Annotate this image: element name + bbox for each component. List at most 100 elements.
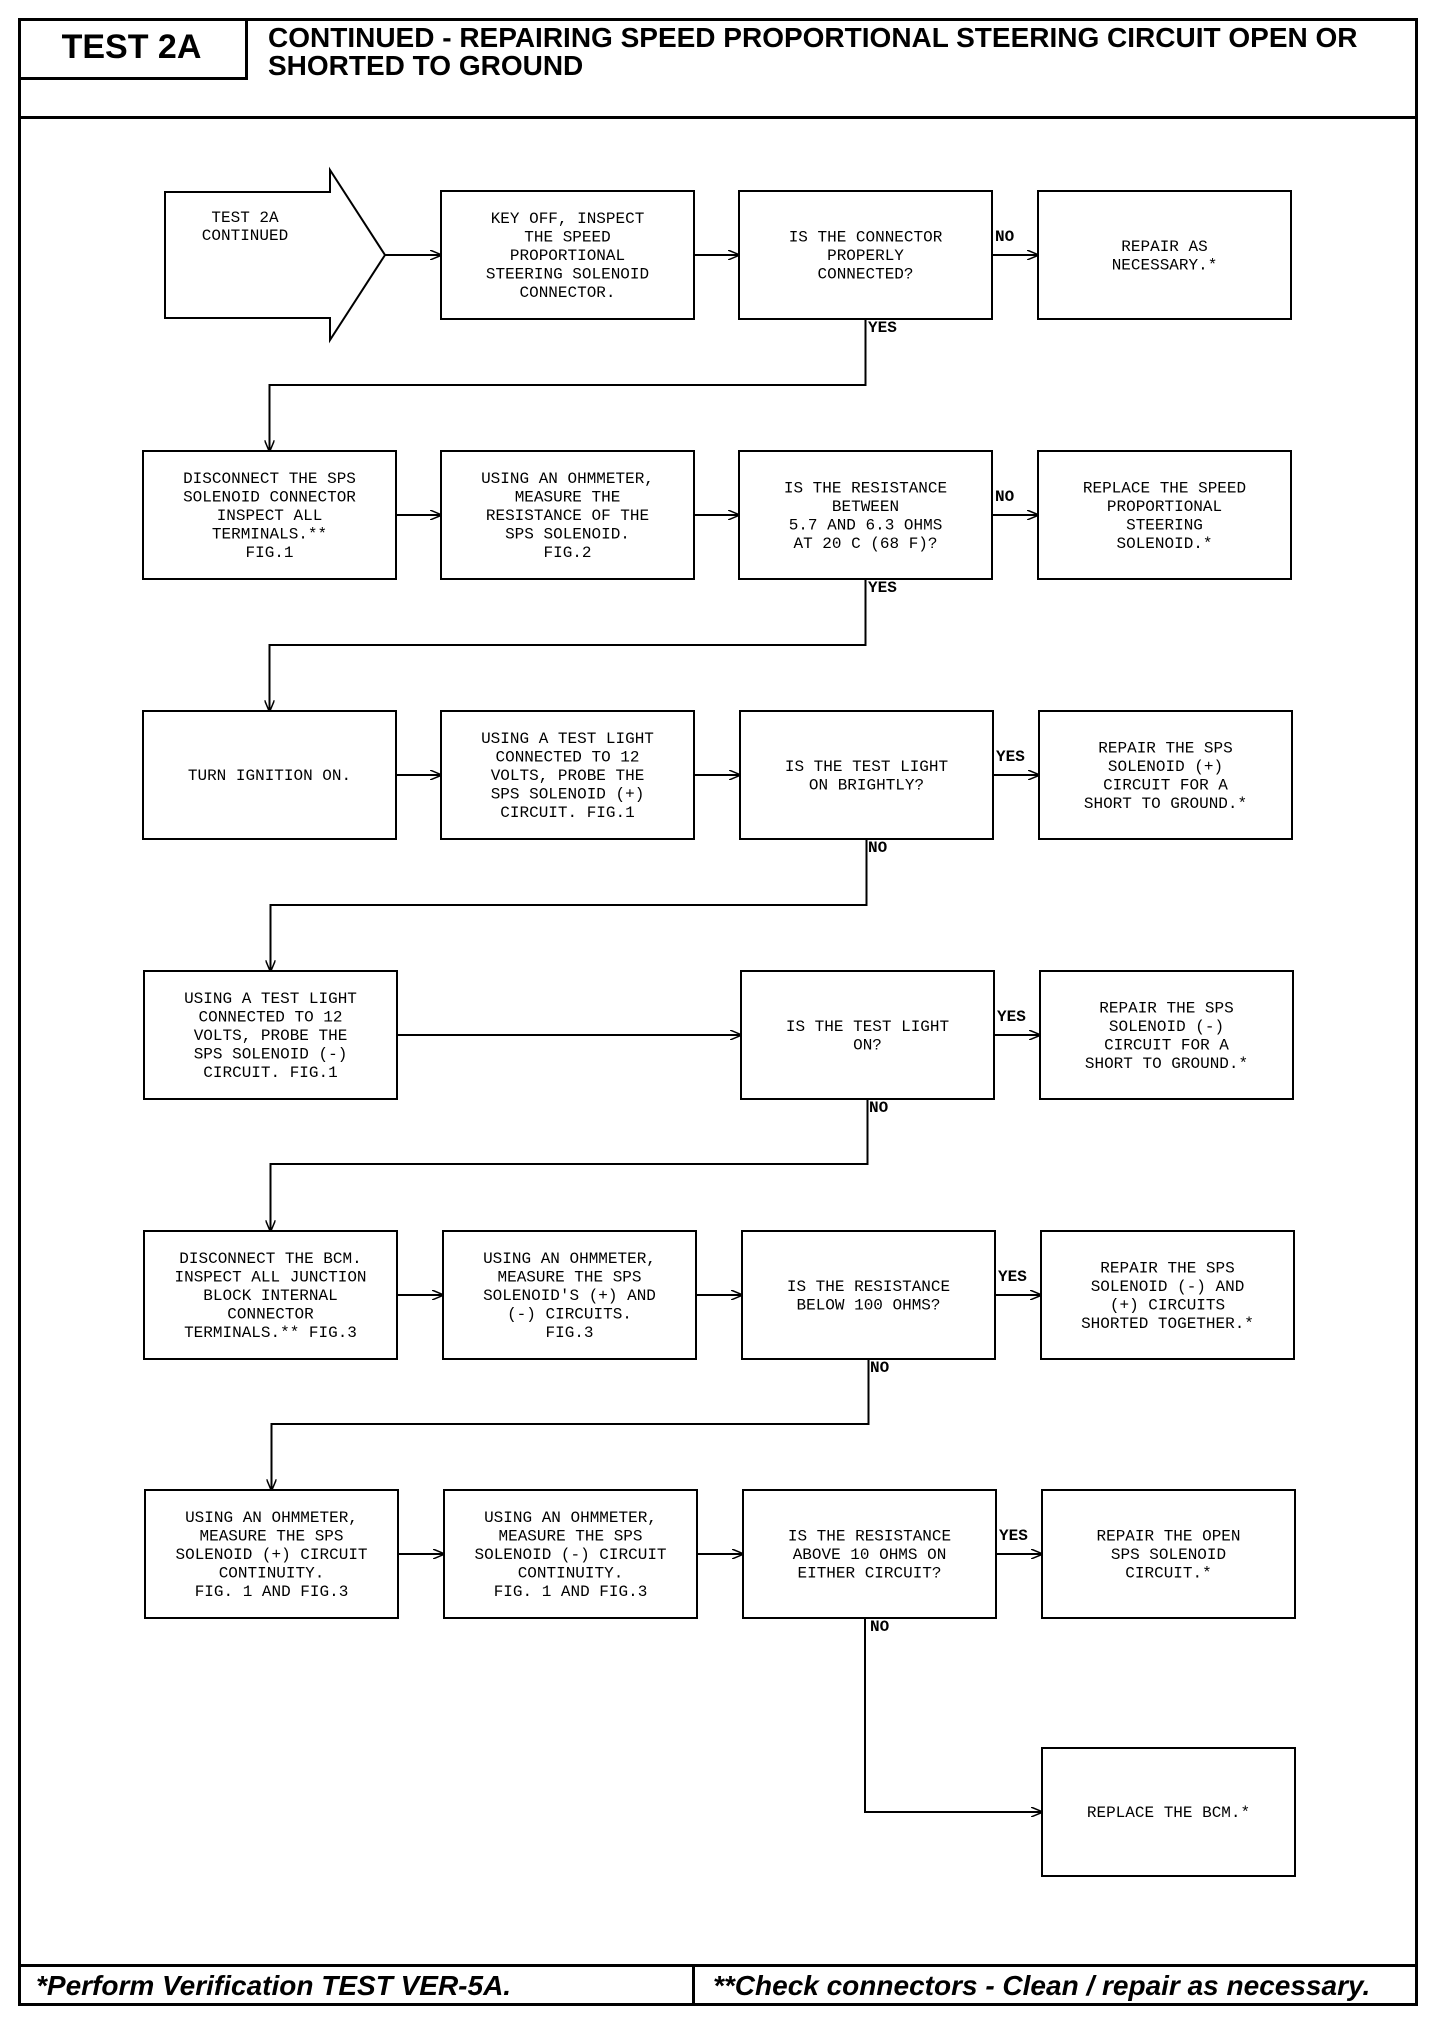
footer: *Perform Verification TEST VER-5A. **Che… xyxy=(18,1964,1418,2006)
node-box xyxy=(1040,1230,1295,1360)
node-text-line: STEERING xyxy=(1126,516,1203,534)
node-text-line: USING AN OHMMETER, xyxy=(483,1250,656,1268)
node-text-line: BETWEEN xyxy=(832,498,899,516)
node-text-line: SOLENOID (-) xyxy=(1109,1018,1224,1036)
node-box xyxy=(440,450,695,580)
node-text-line: KEY OFF, INSPECT xyxy=(491,210,645,228)
node-box xyxy=(143,1230,398,1360)
node-text-line: FIG. 1 AND FIG.3 xyxy=(195,1583,349,1601)
node-box xyxy=(739,710,994,840)
node-text-line: DISCONNECT THE SPS xyxy=(183,470,356,488)
branch-label-r2-no: NO xyxy=(995,488,1015,506)
edge-r5-no xyxy=(272,1359,870,1490)
node-text-line: NECESSARY.* xyxy=(1112,256,1218,274)
node-text-line: ABOVE 10 OHMS ON xyxy=(793,1546,947,1564)
edge-r2-yes xyxy=(270,579,867,711)
branch-label-r2-yes: YES xyxy=(868,579,897,597)
node-text-line: REPLACE THE SPEED xyxy=(1083,479,1246,497)
node-text-line: EITHER CIRCUIT? xyxy=(797,1565,941,1583)
node-final-result: REPLACE THE BCM.* xyxy=(1041,1747,1296,1877)
node-text-line: ON? xyxy=(853,1036,882,1054)
node-box xyxy=(142,450,397,580)
node-text-line: ON BRIGHTLY? xyxy=(809,776,924,794)
node-r2-result: REPLACE THE SPEEDPROPORTIONALSTEERINGSOL… xyxy=(1037,450,1292,580)
node-text-line: CIRCUIT.* xyxy=(1125,1565,1211,1583)
node-text-line: MEASURE THE SPS xyxy=(199,1528,343,1546)
node-text-line: CIRCUIT. FIG.1 xyxy=(203,1064,337,1082)
test-id-label: TEST 2A xyxy=(18,18,248,80)
branch-label-r5-no: NO xyxy=(870,1359,890,1377)
node-text-line: VOLTS, PROBE THE xyxy=(491,767,645,785)
node-text-line: IS THE TEST LIGHT xyxy=(785,758,948,776)
node-box xyxy=(142,710,397,840)
page-border xyxy=(18,18,1418,2006)
node-text-line: IS THE RESISTANCE xyxy=(784,479,947,497)
node-text-line: SOLENOID'S (+) AND xyxy=(483,1287,656,1305)
node-text-line: PROPORTIONAL xyxy=(510,247,625,265)
node-text-line: USING AN OHMMETER, xyxy=(185,1509,358,1527)
node-text-line: IS THE TEST LIGHT xyxy=(786,1018,949,1036)
node-text-line: REPAIR THE SPS xyxy=(1098,739,1232,757)
node-text-line: USING AN OHMMETER, xyxy=(481,470,654,488)
node-r3-action1: TURN IGNITION ON. xyxy=(142,710,397,840)
branch-label-r3-no: NO xyxy=(868,839,888,857)
node-box xyxy=(1037,190,1292,320)
header: TEST 2A CONTINUED - REPAIRING SPEED PROP… xyxy=(18,18,1418,119)
node-text-line: USING A TEST LIGHT xyxy=(184,990,357,1008)
node-text-line: 5.7 AND 6.3 OHMS xyxy=(789,516,943,534)
node-text-line: INSPECT ALL xyxy=(217,507,323,525)
node-text-line: TERMINALS.** FIG.3 xyxy=(184,1324,357,1342)
node-text-line: SPS SOLENOID (-) xyxy=(194,1046,348,1064)
node-text-line: CONTINUITY. xyxy=(518,1565,624,1583)
node-text-line: BLOCK INTERNAL xyxy=(203,1287,337,1305)
node-text-line: BELOW 100 OHMS? xyxy=(796,1296,940,1314)
node-text-line: PROPERLY xyxy=(827,247,904,265)
footer-note-right: **Check connectors - Clean / repair as n… xyxy=(713,1970,1371,2001)
node-text-line: SHORTED TOGETHER.* xyxy=(1081,1315,1254,1333)
node-text-line: CIRCUIT FOR A xyxy=(1104,1036,1229,1054)
node-text-line: IS THE RESISTANCE xyxy=(787,1278,950,1296)
node-box xyxy=(1037,450,1292,580)
node-box xyxy=(440,190,695,320)
node-text-line: SOLENOID (-) CIRCUIT xyxy=(474,1546,666,1564)
branch-label-r5-yes: YES xyxy=(998,1268,1027,1286)
node-text-line: CONTINUED xyxy=(202,227,288,245)
node-r6-action2: USING AN OHMMETER,MEASURE THE SPSSOLENOI… xyxy=(443,1489,698,1619)
node-text-line: REPLACE THE BCM.* xyxy=(1087,1804,1250,1822)
node-text-line: TEST 2A xyxy=(211,209,279,227)
node-text-line: SOLENOID (+) xyxy=(1108,758,1223,776)
branch-label-r3-yes: YES xyxy=(996,748,1025,766)
edge-r6-no xyxy=(864,1618,1042,1812)
node-text-line: (+) CIRCUITS xyxy=(1110,1296,1225,1314)
node-text-line: IS THE RESISTANCE xyxy=(788,1528,951,1546)
node-text-line: FIG. 1 AND FIG.3 xyxy=(494,1583,648,1601)
node-text-line: FIG.1 xyxy=(245,544,293,562)
branch-label-r1-no: NO xyxy=(995,228,1015,246)
node-text-line: RESISTANCE OF THE xyxy=(486,507,649,525)
node-text-line: CONNECTED TO 12 xyxy=(495,749,639,767)
node-box xyxy=(442,1230,697,1360)
node-text-line: INSPECT ALL JUNCTION xyxy=(174,1269,366,1287)
page-title: CONTINUED - REPAIRING SPEED PROPORTIONAL… xyxy=(268,22,1358,81)
branch-label-r6-no: NO xyxy=(870,1618,890,1636)
node-box xyxy=(738,190,993,320)
branch-label-r4-no: NO xyxy=(869,1099,889,1117)
node-text-line: TURN IGNITION ON. xyxy=(188,767,351,785)
node-text-line: MEASURE THE xyxy=(515,489,621,507)
node-text-line: TERMINALS.** xyxy=(212,526,327,544)
node-r5-action1: DISCONNECT THE BCM.INSPECT ALL JUNCTIONB… xyxy=(143,1230,398,1360)
node-text-line: SPS SOLENOID (+) xyxy=(491,786,645,804)
node-r5-action2: USING AN OHMMETER,MEASURE THE SPSSOLENOI… xyxy=(442,1230,697,1360)
